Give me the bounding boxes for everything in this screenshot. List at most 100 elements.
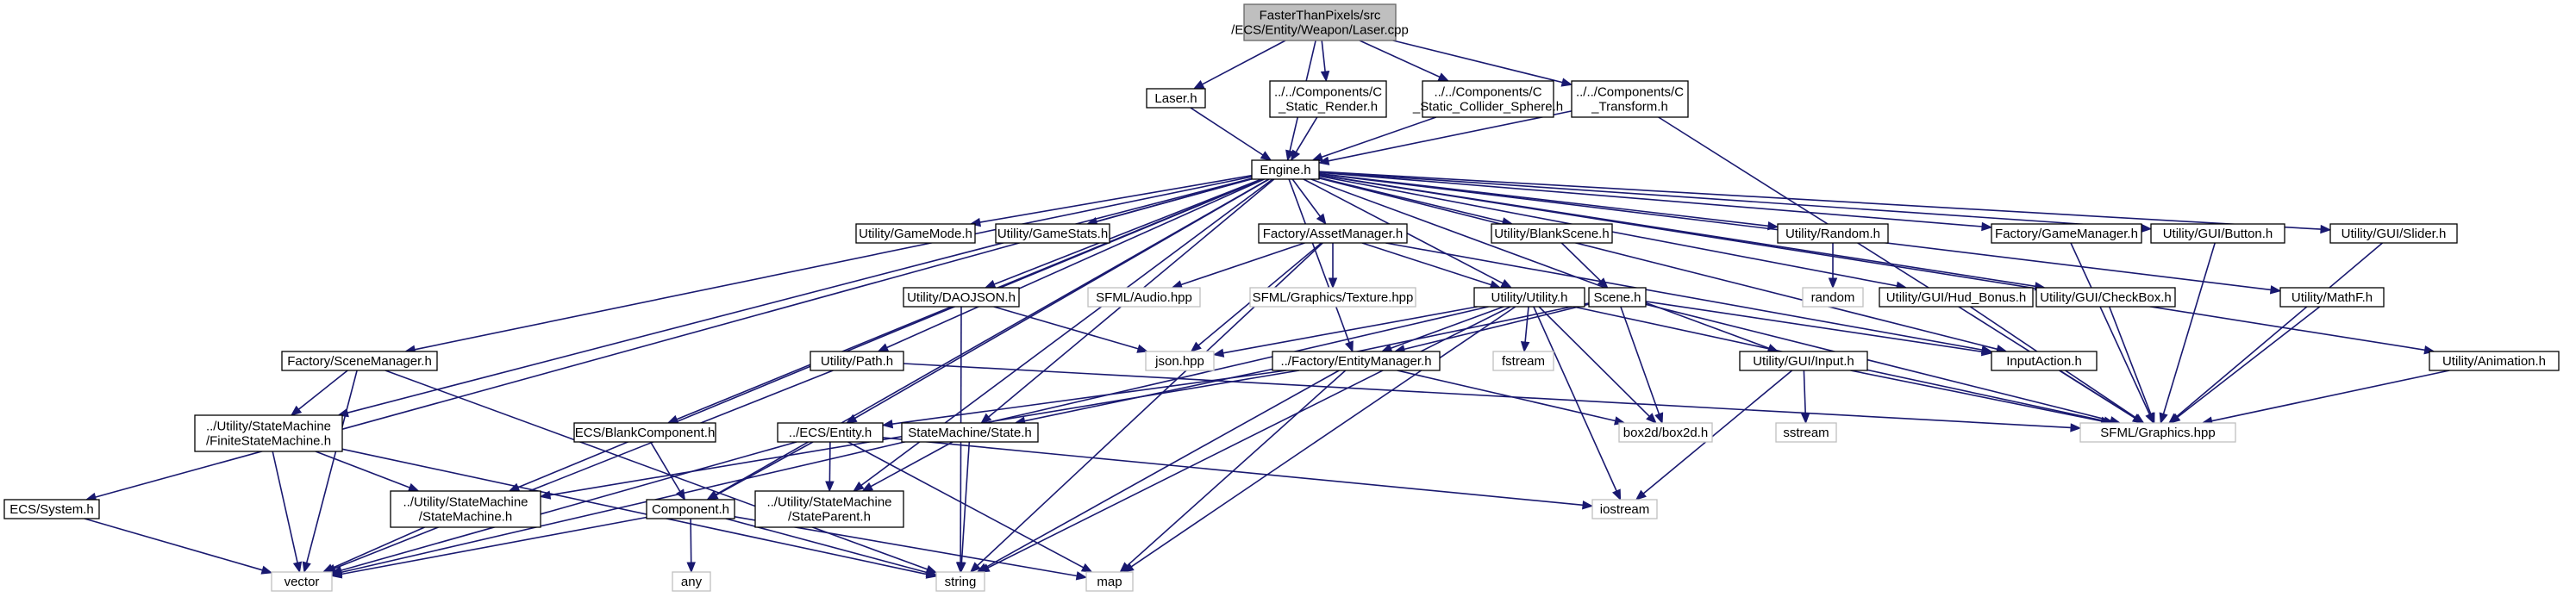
node-utility_h[interactable]: Utility/Utility.h: [1473, 287, 1585, 308]
node-c_transform[interactable]: ../../Components/C_Transform.h: [1571, 80, 1689, 118]
edge-arrowhead: [825, 481, 835, 493]
edge-line: [385, 370, 928, 570]
node-gui_input[interactable]: Utility/GUI/Input.h: [1739, 351, 1868, 371]
node-gamemanager[interactable]: Factory/GameManager.h: [1991, 223, 2142, 244]
node-component_h[interactable]: Component.h: [646, 499, 735, 519]
edge-arrowhead: [1345, 340, 1354, 353]
node-random_h[interactable]: Utility/Random.h: [1777, 223, 1889, 244]
edge-laser_cpp-to-c_static_render: [1320, 40, 1330, 83]
node-label: iostream: [1600, 502, 1650, 517]
node-label: /StateMachine.h: [419, 510, 512, 525]
edge-scenemanager-to-finitestatemachine: [290, 370, 348, 416]
node-assetmanager[interactable]: Factory/AssetManager.h: [1258, 223, 1408, 244]
edge-line: [1850, 370, 2102, 422]
edge-line: [886, 178, 1265, 349]
edge-arrowhead: [1285, 149, 1295, 162]
edge-engine-to-gui_input: [1310, 178, 1779, 352]
node-box: [1879, 287, 2034, 308]
node-statemachine_h[interactable]: ../Utility/StateMachine/StateMachine.h: [390, 490, 541, 528]
edge-engine-to-entitymanager: [1288, 178, 1354, 353]
node-label: ../../Components/C: [1274, 85, 1382, 100]
node-engine[interactable]: Engine.h: [1251, 159, 1320, 180]
node-blankscene[interactable]: Utility/BlankScene.h: [1491, 223, 1613, 244]
node-label: ../ECS/Entity.h: [789, 426, 872, 440]
edge-arrowhead: [1646, 413, 1657, 424]
edge-line: [1803, 370, 1806, 414]
edge-engine-to-button: [1318, 171, 2153, 233]
node-box: [855, 223, 976, 244]
edge-line: [1310, 178, 1770, 349]
node-label: map: [1097, 575, 1122, 589]
node-state_h[interactable]: StateMachine/State.h: [901, 422, 1039, 443]
edge-line: [870, 441, 953, 488]
edge-laser_h-to-engine: [1190, 107, 1272, 161]
node-box: [1243, 3, 1397, 41]
edge-laser_cpp-to-c_transform: [1392, 40, 1573, 87]
edge-entitymanager-to-ecs_entity: [881, 370, 1287, 429]
node-c_static_render[interactable]: ../../Components/C_Static_Render.h: [1269, 80, 1387, 118]
edge-line: [347, 177, 1253, 414]
node-gamestats[interactable]: Utility/GameStats.h: [995, 223, 1110, 244]
edge-random_h-to-random_std: [1828, 243, 1838, 289]
node-label: Utility/GUI/Input.h: [1753, 354, 1854, 369]
node-laser_cpp[interactable]: FasterThanPixels/src/ECS/Entity/Weapon/L…: [1231, 3, 1409, 41]
node-label: Engine.h: [1260, 163, 1310, 177]
edge-slider-to-sfml_graphics: [2167, 242, 2384, 424]
node-laser_h[interactable]: Laser.h: [1146, 88, 1206, 109]
edge-line: [341, 516, 647, 575]
node-button[interactable]: Utility/GUI/Button.h: [2150, 223, 2285, 244]
node-box: [3, 499, 100, 519]
edge-utility_h-to-json_hpp: [1212, 306, 1478, 358]
node-label: Utility/Path.h: [821, 354, 893, 369]
node-stateparent[interactable]: ../Utility/StateMachine/StateParent.h: [754, 490, 904, 528]
node-gamemode[interactable]: Utility/GameMode.h: [855, 223, 976, 244]
node-sfml_audio: SFML/Audio.hpp: [1087, 287, 1201, 308]
node-box: [271, 571, 333, 592]
node-box: [2329, 223, 2458, 244]
edge-utility_h-to-string: [978, 306, 1511, 573]
edge-line: [1328, 110, 1572, 162]
node-entitymanager[interactable]: ../Factory/EntityManager.h: [1272, 351, 1441, 371]
node-finitestatemachine[interactable]: ../Utility/StateMachine/FiniteStateMachi…: [194, 414, 343, 452]
node-animation[interactable]: Utility/Animation.h: [2429, 351, 2560, 371]
node-box: [1145, 351, 1215, 371]
edge-arrowhead: [1260, 151, 1272, 161]
node-ecs_system[interactable]: ECS/System.h: [3, 499, 100, 519]
edge-arrowhead: [1980, 346, 1993, 357]
node-ecs_entity[interactable]: ../ECS/Entity.h: [777, 422, 884, 443]
node-daojson[interactable]: Utility/DAOJSON.h: [903, 287, 1020, 308]
edge-line: [985, 370, 1340, 569]
edge-line: [2070, 242, 2151, 415]
node-scene_h[interactable]: Scene.h: [1588, 287, 1647, 308]
node-slider[interactable]: Utility/GUI/Slider.h: [2329, 223, 2458, 244]
node-hud_bonus[interactable]: Utility/GUI/Hud_Bonus.h: [1879, 287, 2034, 308]
edge-line: [1318, 171, 1983, 227]
node-blankcomponent[interactable]: ECS/BlankComponent.h: [573, 422, 716, 443]
node-vector: vector: [271, 571, 333, 592]
edge-daojson-to-json_hpp: [993, 306, 1149, 353]
edge-c_static_render-to-engine: [1290, 116, 1318, 162]
node-checkbox[interactable]: Utility/GUI/CheckBox.h: [2035, 287, 2176, 308]
node-box: [2429, 351, 2560, 371]
edge-entitymanager-to-string: [976, 370, 1340, 573]
edge-arrowhead: [686, 562, 696, 574]
edge-line: [1359, 40, 1441, 78]
edge-arrowhead: [877, 343, 890, 352]
node-scenemanager[interactable]: Factory/SceneManager.h: [281, 351, 438, 371]
node-label: Utility/MathF.h: [2292, 290, 2373, 305]
edge-arrowhead: [853, 481, 865, 492]
edge-utility_h-to-iostream: [1533, 306, 1622, 501]
node-mathf[interactable]: Utility/MathF.h: [2279, 287, 2385, 308]
edge-line: [979, 174, 1253, 223]
node-label: Utility/Animation.h: [2442, 354, 2546, 369]
edge-statemachine_h-to-vector: [322, 526, 425, 573]
edge-ecs_system-to-vector: [84, 518, 273, 575]
node-c_static_collider[interactable]: ../../Components/C_Static_Collider_Spher…: [1412, 80, 1563, 118]
node-label: Factory/GameManager.h: [1995, 227, 2138, 241]
edge-arrowhead: [881, 419, 894, 429]
node-path_h[interactable]: Utility/Path.h: [810, 351, 904, 371]
edge-arrowhead: [861, 482, 874, 492]
node-inputaction[interactable]: InputAction.h: [1991, 351, 2098, 371]
node-box: [1739, 351, 1868, 371]
node-box: [754, 490, 904, 528]
